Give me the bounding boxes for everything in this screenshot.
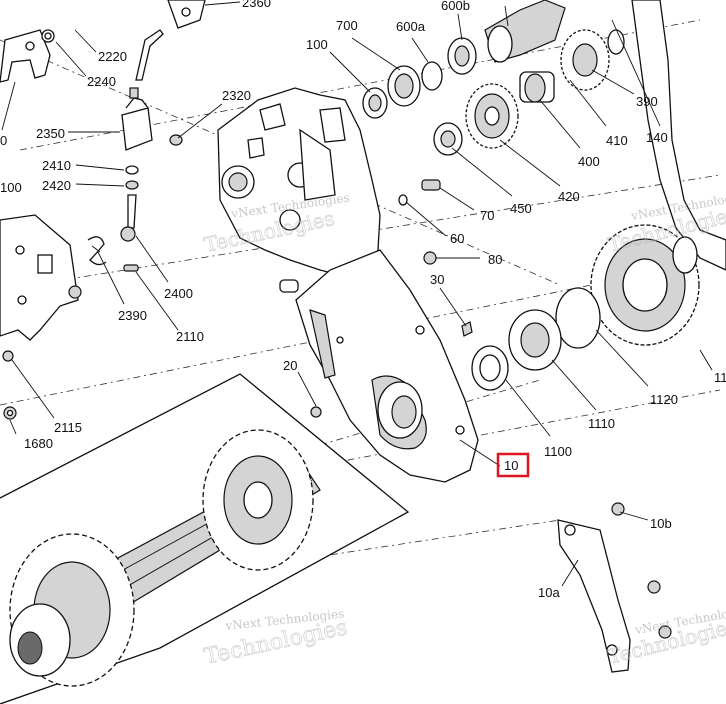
callout-1100[interactable]: 1100 — [544, 444, 572, 459]
part-gear-ring[interactable] — [672, 236, 698, 274]
callout-80[interactable]: 80 — [488, 252, 502, 267]
callout-10[interactable]: 10 — [504, 458, 518, 473]
callout-labels: 2220 2240 2360 2320 2350 2410 2420 100 0… — [0, 0, 726, 600]
callout-2390[interactable]: 2390 — [118, 308, 147, 323]
part-2350-block[interactable] — [121, 87, 153, 151]
selection-highlight-box — [496, 452, 530, 478]
part-700-bearing[interactable] — [387, 65, 421, 107]
part-left-plate[interactable] — [0, 214, 82, 341]
part-2110-pin[interactable] — [123, 264, 139, 272]
callout-10b[interactable]: 10b — [650, 516, 672, 531]
callout-30[interactable]: 30 — [430, 272, 444, 287]
part-20-screw[interactable] — [310, 406, 322, 418]
part-sprocket-right[interactable] — [202, 429, 314, 571]
part-10a-bracket[interactable] — [557, 519, 631, 673]
part-70-bolt[interactable] — [421, 179, 441, 191]
callout-600a[interactable]: 600a — [396, 19, 426, 34]
callout-100-top[interactable]: 100 — [306, 37, 328, 52]
part-2240-ring[interactable] — [41, 29, 55, 43]
callout-10a[interactable]: 10a — [538, 585, 560, 600]
part-1100-seal[interactable] — [471, 345, 509, 391]
part-10-cover[interactable] — [295, 249, 479, 483]
callout-2360[interactable]: 2360 — [242, 0, 271, 10]
part-600a-ring[interactable] — [421, 61, 443, 91]
part-420-gear[interactable] — [465, 83, 519, 149]
part-60-washer[interactable] — [398, 194, 408, 206]
callout-2240[interactable]: 2240 — [87, 74, 116, 89]
part-30-bolt[interactable] — [461, 321, 473, 337]
callout-2110[interactable]: 2110 — [176, 329, 204, 344]
part-1680-nut[interactable] — [3, 406, 17, 420]
part-140-chain[interactable] — [631, 0, 726, 271]
leader-lines — [1, 1, 713, 587]
part-80-nut[interactable] — [423, 251, 437, 265]
part-main-housing[interactable] — [217, 87, 381, 281]
part-400-bearing[interactable] — [519, 71, 555, 103]
part-shaft-top[interactable] — [484, 0, 566, 63]
callout-1680[interactable]: 1680 — [24, 436, 53, 451]
callout-edge-left[interactable]: 0 — [0, 133, 7, 148]
part-2115-bolt[interactable] — [2, 350, 14, 362]
callout-2350[interactable]: 2350 — [36, 126, 65, 141]
part-large-gear[interactable] — [590, 224, 700, 346]
selected-callout-10[interactable]: 10 — [496, 452, 530, 478]
part-2400-lever[interactable] — [120, 194, 137, 242]
callout-600b[interactable]: 600b — [441, 0, 470, 13]
callout-2320[interactable]: 2320 — [222, 88, 251, 103]
part-2220-bracket[interactable] — [0, 29, 51, 83]
callout-140[interactable]: 140 — [646, 130, 668, 145]
part-1120-circlip[interactable] — [555, 287, 601, 349]
callout-450[interactable]: 450 — [510, 201, 532, 216]
callout-2400[interactable]: 2400 — [164, 286, 193, 301]
callout-410[interactable]: 410 — [606, 133, 628, 148]
part-2410-washer[interactable] — [125, 165, 139, 175]
part-100-bearing[interactable] — [362, 87, 388, 119]
part-nut-lower[interactable] — [647, 580, 661, 594]
callout-400[interactable]: 400 — [578, 154, 600, 169]
part-600b-bearing[interactable] — [447, 37, 477, 75]
part-410-gear[interactable] — [560, 29, 610, 91]
callout-2115[interactable]: 2115 — [54, 420, 82, 435]
part-10b-nut[interactable] — [611, 502, 625, 516]
part-rod[interactable] — [135, 29, 164, 81]
part-2360-link[interactable] — [167, 0, 206, 29]
callout-700[interactable]: 700 — [336, 18, 358, 33]
part-nut-bottom[interactable] — [658, 625, 672, 639]
callout-420[interactable]: 420 — [558, 189, 580, 204]
callout-2420[interactable]: 2420 — [42, 178, 71, 193]
part-390-clip[interactable] — [607, 29, 625, 55]
callout-60[interactable]: 60 — [450, 231, 464, 246]
part-2420-nut[interactable] — [125, 180, 139, 190]
callout-390[interactable]: 390 — [636, 94, 658, 109]
callout-1120[interactable]: 1120 — [650, 392, 678, 407]
callout-1110[interactable]: 1110 — [588, 416, 615, 431]
callout-100-left[interactable]: 100 — [0, 180, 22, 195]
part-dowel[interactable] — [279, 279, 299, 293]
callout-2410[interactable]: 2410 — [42, 158, 71, 173]
callout-2220[interactable]: 2220 — [98, 49, 127, 64]
part-2390-spring[interactable] — [87, 236, 107, 266]
part-450-bearing[interactable] — [433, 122, 463, 156]
callout-70[interactable]: 70 — [480, 208, 494, 223]
callout-20[interactable]: 20 — [283, 358, 297, 373]
part-sprocket-left[interactable] — [9, 533, 135, 687]
callout-edge-right[interactable]: 11 — [714, 370, 726, 385]
part-1110-bearing[interactable] — [508, 309, 562, 371]
